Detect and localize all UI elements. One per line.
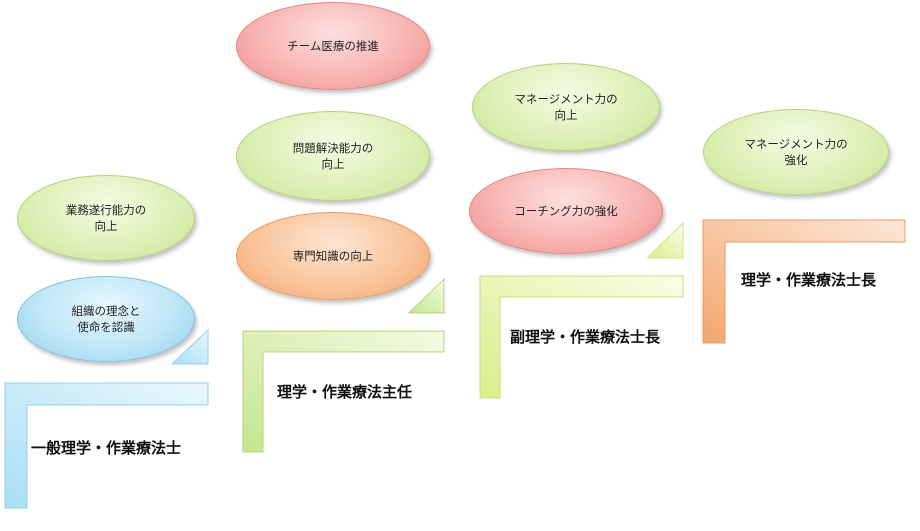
bubble-coaching: コーチング力の強化 — [469, 168, 663, 254]
bubble-management-improvement: マネージメント力の 向上 — [472, 63, 660, 151]
bubble-organization-mission: 組織の理念と 使命を認識 — [17, 276, 195, 362]
step4-label: 理学・作業療法士長 — [741, 271, 877, 289]
step2-label: 理学・作業療法主任 — [277, 383, 413, 401]
step3-bracket — [479, 275, 684, 399]
step3-label: 副理学・作業療法士長 — [510, 328, 661, 346]
step1-triangle — [170, 328, 209, 365]
step2-bracket — [242, 330, 445, 453]
step3-triangle — [645, 221, 684, 259]
step1-label: 一般理学・作業療法士 — [31, 439, 182, 457]
bubble-problem-solving: 問題解決能力の 向上 — [236, 111, 430, 201]
bubble-management-strengthening: マネージメント力の 強化 — [703, 109, 889, 195]
step2-triangle — [407, 277, 445, 314]
step1-bracket — [4, 382, 209, 509]
bubble-specialized-knowledge: 専門知識の向上 — [236, 212, 430, 300]
step4-bracket — [702, 219, 906, 344]
bubble-task-execution: 業務遂行能力の 向上 — [17, 175, 195, 261]
bubble-team-medicine: チーム医療の推進 — [236, 2, 430, 90]
